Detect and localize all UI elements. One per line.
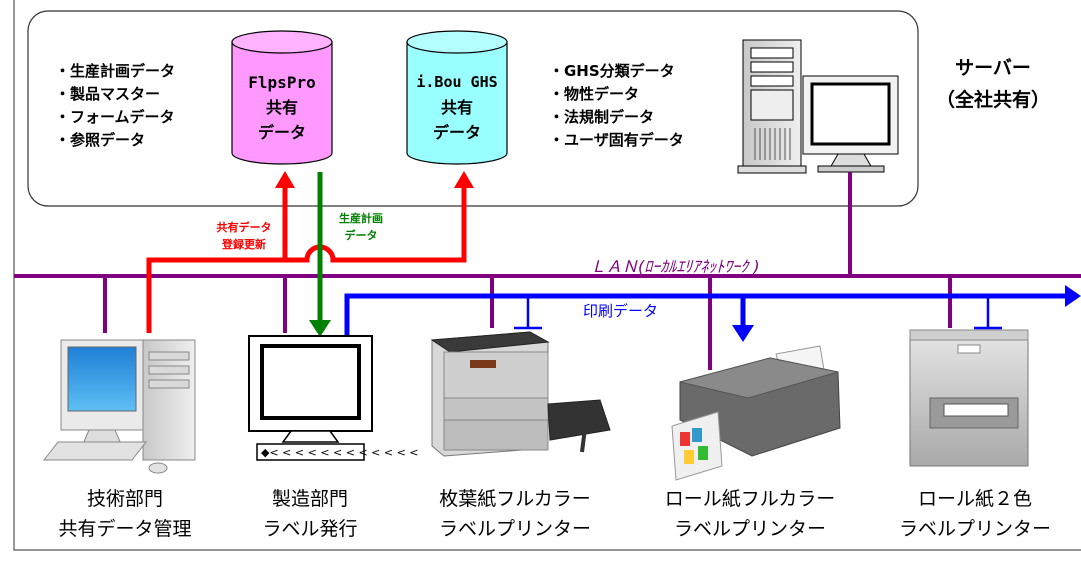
- production-plan-label-line1: 生産計画: [339, 212, 383, 225]
- list-item: ・物性データ: [549, 85, 640, 103]
- database-label-line: 共有: [440, 98, 473, 117]
- list-item: ・法規制データ: [549, 108, 655, 126]
- shared-update-arrowhead-2: [454, 171, 474, 188]
- shared-update-label: 共有データ 登録更新: [210, 219, 278, 253]
- list-item: ・GHS分類データ: [549, 62, 675, 80]
- print-data-arrow: [344, 293, 1068, 350]
- print-data-down-arrowhead: [732, 325, 754, 342]
- server-label-line2: （全社共有）: [935, 89, 1050, 111]
- desktop-pc-icon: [42, 339, 196, 474]
- production-plan-arrowhead: [309, 320, 331, 337]
- flpspro-database-label: FlpsPro 共有 データ: [232, 70, 332, 145]
- svg-text:◆< < < < < < < < < < < <: ◆< < < < < < < < < < < <: [261, 446, 419, 459]
- caption-line: ラベル発行: [262, 518, 358, 540]
- server-computer-icon: [737, 39, 899, 174]
- database-label-line: データ: [432, 123, 481, 142]
- flpspro-database-icon: [231, 30, 333, 165]
- caption-line: ロール紙２色: [917, 488, 1032, 510]
- roll-2color-printer-icon: [909, 329, 1029, 467]
- shared-update-arrow: [146, 186, 467, 333]
- database-label-line: 共有: [265, 98, 298, 117]
- lan-label: ＬＡＮ(ﾛｰｶﾙｴﾘｱﾈｯﾄﾜｰｸ ): [590, 257, 760, 276]
- server-left-data-list: ・生産計画データ ・製品マスター ・フォームデータ ・参照データ: [55, 60, 175, 152]
- caption-line: ラベルプリンター: [673, 518, 826, 540]
- caption-line: 共有データ管理: [58, 518, 192, 540]
- shared-update-label-line2: 登録更新: [222, 238, 266, 251]
- list-item: ・参照データ: [55, 131, 146, 149]
- database-label-line: データ: [257, 123, 306, 142]
- caption-line: ラベルプリンター: [898, 518, 1051, 540]
- ibou-ghs-database-icon: [406, 30, 508, 165]
- print-data-arrowhead: [1065, 285, 1081, 307]
- production-plan-label: 生産計画 データ: [330, 210, 392, 244]
- production-plan-label-line2: データ: [344, 229, 378, 242]
- sheet-printer-icon: [430, 331, 611, 457]
- list-item: ・生産計画データ: [55, 62, 176, 80]
- caption-line: 枚葉紙フルカラー: [439, 488, 591, 510]
- device-caption-manufacturing: 製造部門 ラベル発行: [230, 484, 390, 544]
- database-label-line: FlpsPro: [248, 73, 316, 92]
- caption-line: ロール紙フルカラー: [664, 488, 836, 510]
- shared-update-arrowhead-1: [275, 171, 295, 188]
- list-item: ・フォームデータ: [55, 108, 175, 126]
- caption-line: 製造部門: [271, 488, 348, 510]
- device-caption-engineering: 技術部門 共有データ管理: [30, 484, 220, 544]
- device-caption-sheet-printer: 枚葉紙フルカラー ラベルプリンター: [420, 484, 610, 544]
- caption-line: ラベルプリンター: [438, 518, 591, 540]
- roll-color-printer-icon: [671, 345, 841, 481]
- server-label-line1: サーバー: [955, 57, 1031, 79]
- outer-frame: [13, 0, 1081, 551]
- print-data-label: 印刷データ: [583, 302, 659, 320]
- caption-line: 技術部門: [86, 488, 163, 510]
- device-caption-roll-color-printer: ロール紙フルカラー ラベルプリンター: [650, 484, 850, 544]
- list-item: ・ユーザ固有データ: [549, 131, 684, 149]
- server-right-data-list: ・GHS分類データ ・物性データ ・法規制データ ・ユーザ固有データ: [549, 60, 684, 152]
- lan-network: [14, 172, 1081, 370]
- database-label-line: i.Bou GHS: [416, 73, 498, 91]
- terminal-icon: ◆< < < < < < < < < < < <: [248, 335, 419, 461]
- device-caption-roll-2color-printer: ロール紙２色 ラベルプリンター: [885, 484, 1065, 544]
- list-item: ・製品マスター: [55, 85, 161, 103]
- print-data-taps: [514, 296, 1002, 330]
- server-label: サーバー （全社共有）: [928, 52, 1058, 116]
- shared-update-label-line1: 共有データ: [216, 221, 272, 234]
- ibou-ghs-database-label: i.Bou GHS 共有 データ: [402, 70, 512, 145]
